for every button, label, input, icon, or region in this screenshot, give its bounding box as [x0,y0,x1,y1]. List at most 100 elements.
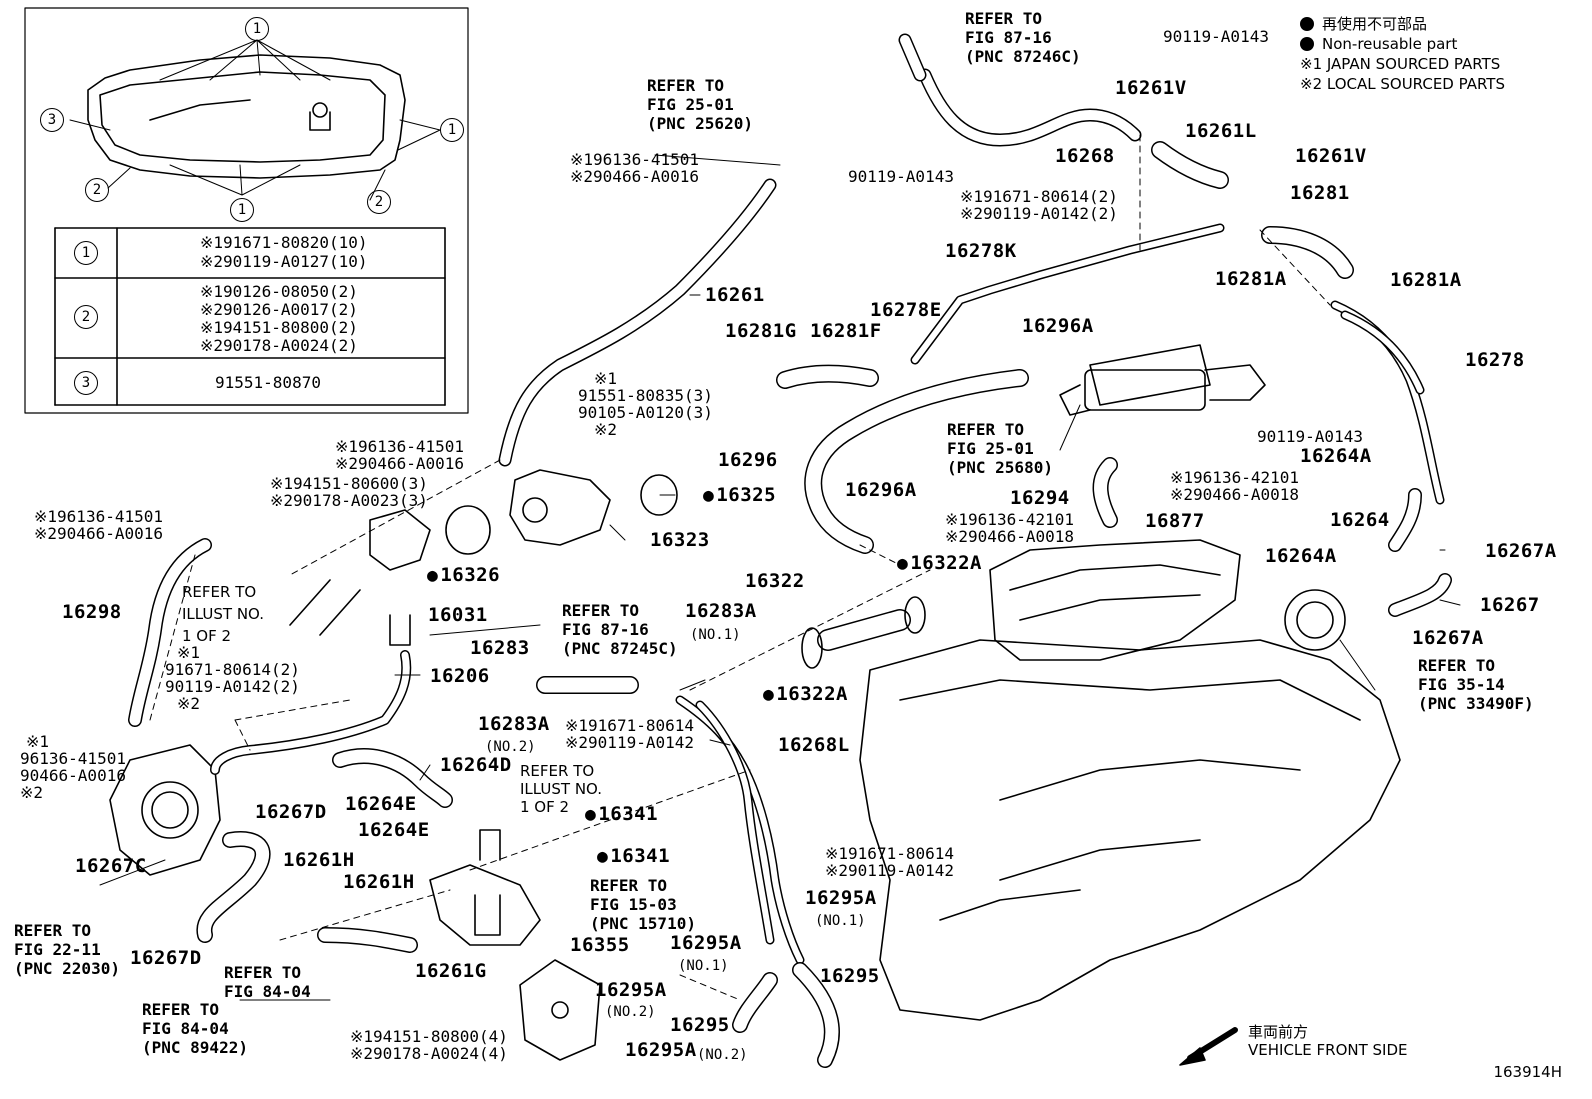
partno-label: 90119-A0143 [848,167,954,186]
partno-line: ※290178-A0024(4) [350,1044,508,1063]
ref-line: (PNC 22030) [14,959,120,978]
legend: 再使用不可部品 Non-reusable part ※1 JAPAN SOURC… [1300,14,1505,94]
engine-block [859,639,1401,1021]
egr-cooler [1084,369,1206,411]
figure-id: 163914H [1493,1063,1562,1081]
gasket-16325 [640,474,678,516]
part-label: 16261H [283,849,355,871]
part-label: 16281A [1390,269,1462,291]
inset-callout: 1 [230,198,254,222]
part-label: 16031 [428,604,488,626]
partno-block: ※191671-80614(2) ※290119-A0142(2) [960,188,1118,222]
partno-line: ※290466-A0016 [335,454,464,473]
refer-to-fig-35-14[interactable]: REFER TO FIG 35-14 (PNC 33490F) [1418,656,1534,713]
part-label: 16268L [778,734,850,756]
ref-line: 1 OF 2 [520,798,570,816]
ref-line: REFER TO [142,1000,220,1019]
partno-line: ※196136-41501 [335,437,464,456]
part-label: 16267A [1485,540,1557,562]
refer-to-fig-25-01-egr-valve[interactable]: REFER TO FIG 25-01 (PNC 25620) [647,76,753,133]
partno-line: ※1 [26,732,50,751]
ref-line: REFER TO [562,601,640,620]
part-label: 16267C [75,855,147,877]
refer-to-fig-87-16-top[interactable]: REFER TO FIG 87-16 (PNC 87246C) [965,9,1081,66]
part-label-sub: (NO.2) [605,1004,656,1020]
ref-line: FIG 84-04 [142,1019,229,1038]
refer-to-fig-25-01-egr-cooler[interactable]: REFER TO FIG 25-01 (PNC 25680) [947,420,1053,477]
partno-line: ※290119-A0142(2) [960,204,1118,223]
part-label: 16267D [130,947,202,969]
inset-row-1-line: ※191671-80820(10) [200,233,368,252]
non-reusable-bullet-icon [1300,17,1314,31]
thermostat-16031 [369,509,431,571]
part-label: 16283A [478,713,550,735]
part-label: 16278 [1465,349,1525,371]
partno-line: ※194151-80600(3) [270,474,428,493]
ref-line: REFER TO [224,963,302,982]
refer-to-fig-87-16-mid[interactable]: REFER TO FIG 87-16 (PNC 87245C) [562,601,678,658]
inset-row-number: 2 [74,305,98,329]
part-label-sub: (NO.1) [815,913,866,929]
ref-line: ILLUST NO. [182,605,265,623]
partno-block: ※191671-80614 ※290119-A0142 [565,717,694,751]
part-label: 16295A [805,887,877,909]
partno-block: ※1 91551-80835(3) 90105-A0120(3) ※2 [578,370,713,438]
refer-to-fig-84-04-a[interactable]: REFER TO FIG 84-04 [224,963,311,1001]
ref-line: (PNC 89422) [142,1038,248,1057]
gasket-16326 [445,505,491,555]
partno-line: ※191671-80614(2) [960,187,1118,206]
inset-callout: 1 [245,17,269,41]
direction-en: VEHICLE FRONT SIDE [1248,1041,1408,1059]
part-label: 16281 [1290,182,1350,204]
refer-to-fig-84-04-b[interactable]: REFER TO FIG 84-04 (PNC 89422) [142,1000,248,1057]
inset-row-2-line: ※194151-80800(2) [200,318,358,337]
ref-line: REFER TO [182,583,257,601]
part-label: 16295 [820,965,880,987]
part-label-sub: (NO.2) [485,739,536,755]
partno-line: ※290119-A0142 [565,733,694,752]
part-label: 16295A [595,979,667,1001]
part-label: 16261H [343,871,415,893]
part-label: 16296A [1022,315,1094,337]
legend-note1: ※1 JAPAN SOURCED PARTS [1300,55,1501,73]
part-label: 16877 [1145,510,1205,532]
part-label: 16261L [1185,120,1257,142]
part-label: 16283A [685,600,757,622]
ref-line: REFER TO [1418,656,1496,675]
oil-filter-bracket [519,959,601,1061]
refer-to-fig-15-03[interactable]: REFER TO FIG 15-03 (PNC 15710) [590,876,696,933]
refer-to-illust-b[interactable]: REFER TO ILLUST NO. 1 OF 2 [520,762,602,816]
partno-block: ※1 96136-41501 90466-A0016 ※2 [20,733,126,801]
part-label: 16267 [1480,594,1540,616]
refer-to-fig-22-11[interactable]: REFER TO FIG 22-11 (PNC 22030) [14,921,120,978]
partno-line: ※2 [177,694,201,713]
partno-line: ※290119-A0142 [825,861,954,880]
part-label: 16264E [358,819,430,841]
water-inlet-16355 [429,864,541,946]
partno-block: ※196136-42101 ※290466-A0018 [1170,469,1299,503]
part-label: 16322 [745,570,805,592]
ref-line: REFER TO [647,76,725,95]
inset-row-number: 1 [74,241,98,265]
legend-note2: ※2 LOCAL SOURCED PARTS [1300,75,1505,93]
inset-row-number: 3 [74,371,98,395]
partno-block: ※196136-41501 ※290466-A0016 [335,438,464,472]
ref-line: 1 OF 2 [182,627,232,645]
partno-line: ※196136-42101 [945,510,1074,529]
part-label-sub: (NO.2) [697,1047,748,1063]
partno-label: 90119-A0143 [1163,27,1269,46]
water-outlet-16323 [509,469,611,546]
refer-to-illust-a[interactable]: REFER TO ILLUST NO. 1 OF 2 [182,583,264,645]
part-label-non-reusable: 16322A [897,554,982,573]
partno-line: ※196136-42101 [1170,468,1299,487]
ref-line: REFER TO [14,921,92,940]
part-label-non-reusable: 16341 [597,847,670,866]
part-label: 16278E [870,299,942,321]
partno-line: ※196136-41501 [570,150,699,169]
ref-line: FIG 25-01 [947,439,1034,458]
part-label: 16261V [1295,145,1367,167]
vehicle-front-side-label: 車両前方 VEHICLE FRONT SIDE [1248,1023,1408,1059]
ref-line: (PNC 25680) [947,458,1053,477]
ref-line: REFER TO [965,9,1043,28]
